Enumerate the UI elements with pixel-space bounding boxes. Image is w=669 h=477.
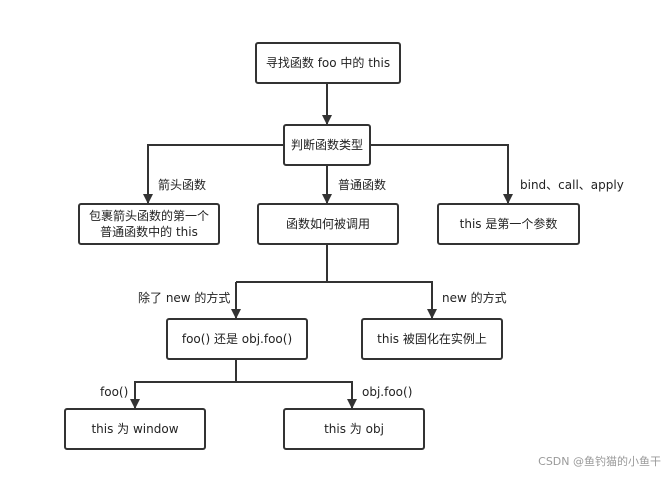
node-how-called: 函数如何被调用 <box>257 203 399 245</box>
edge-foo-to-obj <box>236 381 357 409</box>
node-this-obj: this 为 obj <box>283 408 425 450</box>
edge-how-to-new <box>327 281 437 319</box>
edge-how-trunk <box>236 245 328 283</box>
label-normal-fn: 普通函数 <box>338 178 387 192</box>
label-arrow-fn: 箭头函数 <box>158 178 207 192</box>
label-not-new: 除了 new 的方式 <box>138 291 231 305</box>
edge-judge-to-bind <box>371 144 513 204</box>
node-arrow-this: 包裹箭头函数的第一个 普通函数中的 this <box>78 203 220 245</box>
node-new-fixed: this 被固化在实例上 <box>361 318 503 360</box>
node-bind-this: this 是第一个参数 <box>437 203 580 245</box>
label-bind-call-apply: bind、call、apply <box>520 178 624 192</box>
label-foo-call: foo() <box>100 385 129 399</box>
node-find-this: 寻找函数 foo 中的 this <box>255 42 401 84</box>
node-judge-type: 判断函数类型 <box>283 124 371 166</box>
node-this-window: this 为 window <box>64 408 206 450</box>
edge-foo-to-window <box>130 381 236 409</box>
label-obj-foo-call: obj.foo() <box>362 385 413 399</box>
node-foo-or-obj: foo() 还是 obj.foo() <box>166 318 308 360</box>
edge-judge-to-arrow <box>143 144 283 204</box>
csdn-watermark: CSDN @鱼钓猫的小鱼干 <box>538 455 661 468</box>
label-new-way: new 的方式 <box>442 291 507 305</box>
